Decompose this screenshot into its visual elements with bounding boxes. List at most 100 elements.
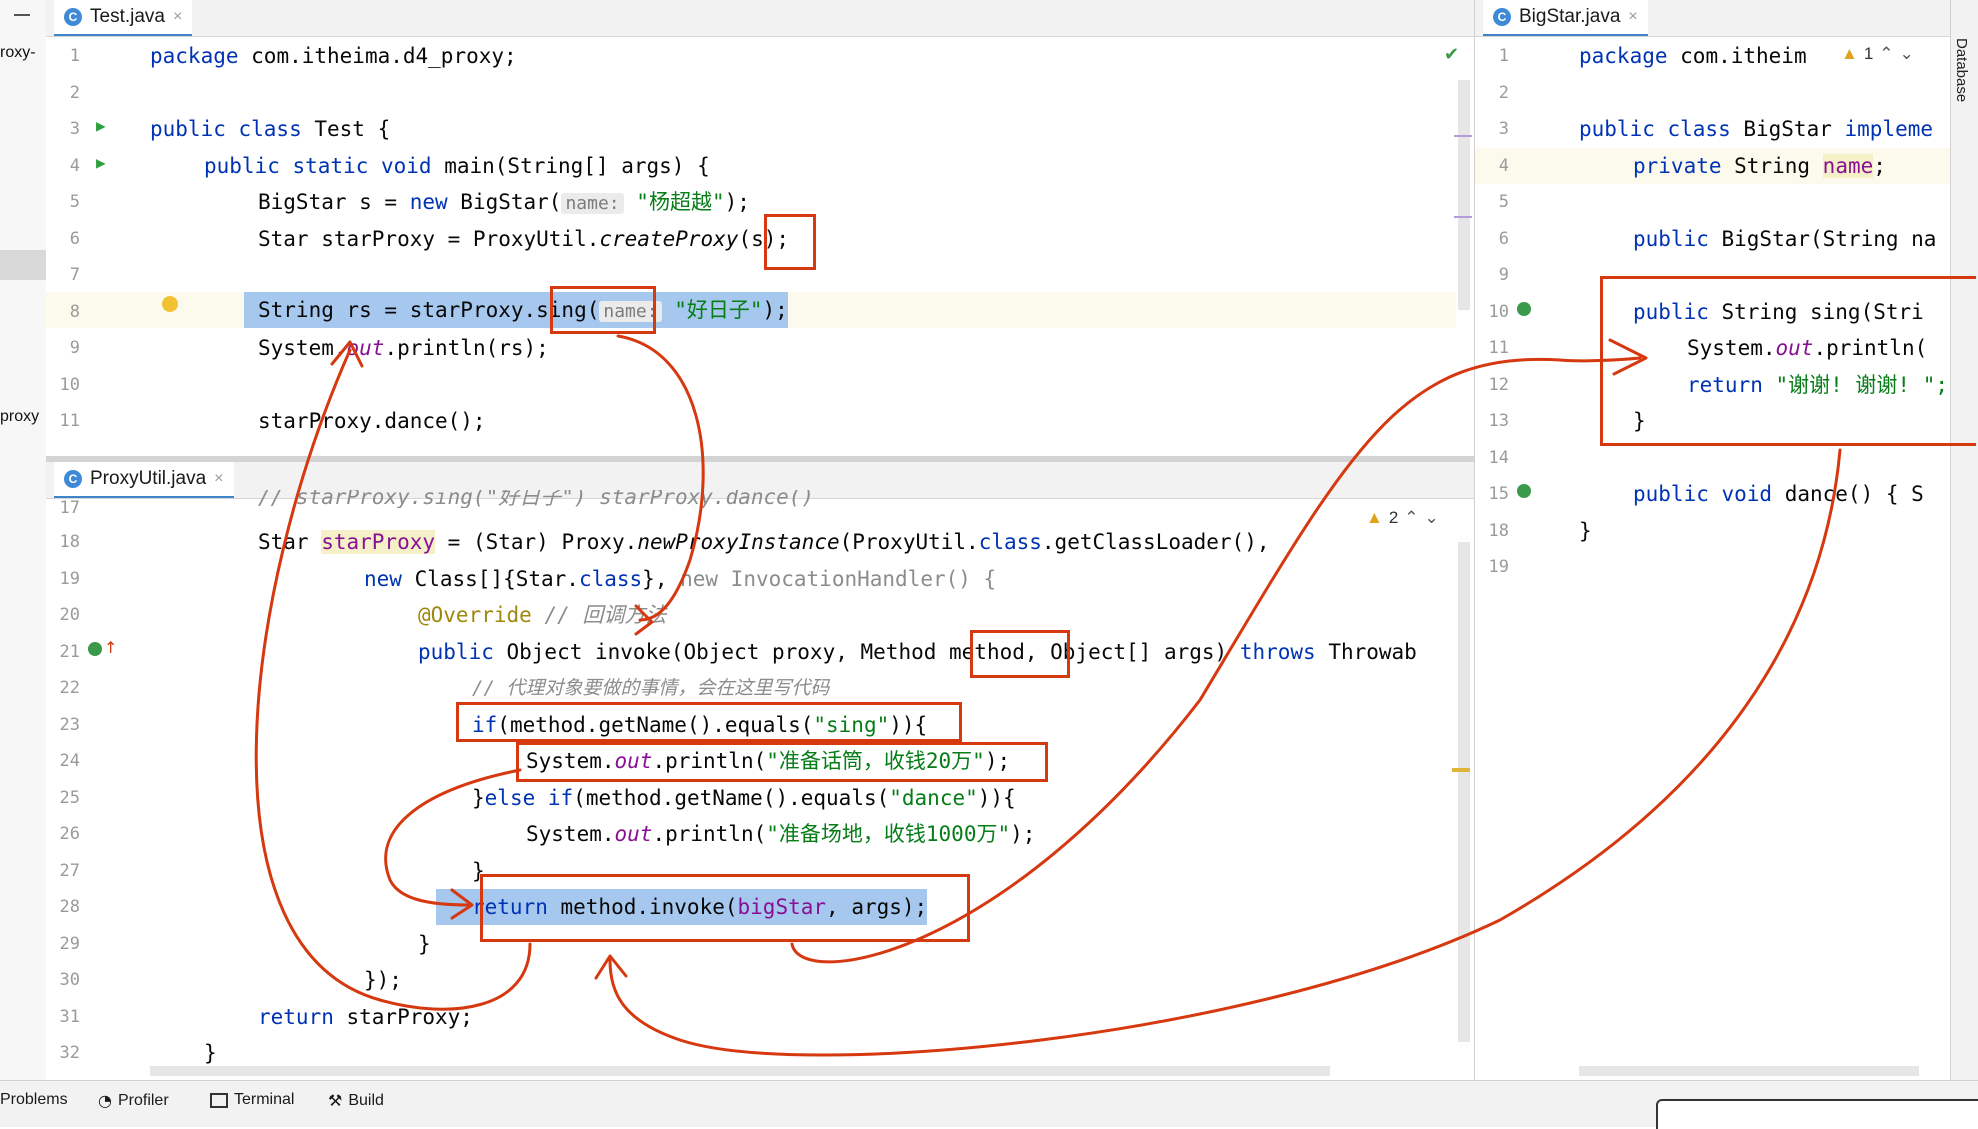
code-line-11: starProxy.dance(); bbox=[258, 409, 486, 433]
bigstar-java-editor: C BigStar.java × 1 2 3 4 5 6 9 10 11 12 … bbox=[1474, 0, 1951, 1080]
line-number: 22 bbox=[59, 678, 80, 698]
line-number: 3 bbox=[1498, 119, 1509, 139]
implement-method-icon[interactable] bbox=[1517, 484, 1531, 498]
tab-bigstar-java[interactable]: C BigStar.java × bbox=[1483, 0, 1648, 36]
code-line-3: public class BigStar impleme bbox=[1579, 117, 1934, 141]
project-tree-fragment-top: roxy- bbox=[0, 44, 36, 61]
line-number: 17 bbox=[59, 498, 80, 518]
checkmark-icon: ✔ bbox=[1444, 44, 1460, 65]
chevron-down-icon[interactable]: ⌄ bbox=[1424, 508, 1439, 527]
tab-test-java[interactable]: C Test.java × bbox=[54, 0, 193, 36]
tab-proxyutil-java[interactable]: C ProxyUtil.java × bbox=[54, 462, 234, 498]
implement-method-icon[interactable] bbox=[88, 642, 102, 656]
java-class-icon: C bbox=[64, 470, 82, 488]
lightbulb-icon[interactable] bbox=[162, 296, 178, 312]
minimize-icon[interactable] bbox=[14, 14, 30, 16]
arrow-head bbox=[330, 340, 364, 368]
line-number: 15 bbox=[1488, 484, 1509, 504]
line-number: 1 bbox=[1498, 46, 1509, 66]
line-number: 20 bbox=[59, 605, 80, 625]
tool-label: Profiler bbox=[117, 1091, 169, 1109]
code-line-12: return "谢谢! 谢谢! "; bbox=[1687, 373, 1949, 397]
tool-problems[interactable]: Problems bbox=[0, 1091, 68, 1109]
line-number: 4 bbox=[69, 156, 80, 176]
terminal-icon bbox=[210, 1092, 228, 1108]
line-number: 21 bbox=[59, 642, 80, 662]
horizontal-scrollbar[interactable] bbox=[1579, 1066, 1919, 1076]
arrow-bigstar-back bbox=[608, 448, 1842, 1057]
code-line-17: // starProxy.sing("好日子") starProxy.dance… bbox=[258, 490, 815, 508]
project-tree-fragment-mid: proxy bbox=[0, 408, 40, 425]
code-line-1: package com.itheima.d4_proxy; bbox=[150, 44, 517, 68]
line-number: 11 bbox=[59, 411, 80, 431]
horizontal-scrollbar[interactable] bbox=[150, 1066, 1330, 1076]
test-java-tabbar: C Test.java × bbox=[46, 0, 1474, 37]
warning-count: 2 bbox=[1388, 508, 1399, 527]
code-line-1: package com.itheim bbox=[1579, 44, 1807, 68]
code-line-18: } bbox=[1579, 519, 1592, 543]
line-number: 26 bbox=[59, 824, 80, 844]
line-number: 23 bbox=[59, 715, 80, 735]
database-tool-button[interactable]: Database bbox=[1953, 38, 1970, 103]
code-line-29: } bbox=[418, 932, 431, 956]
tab-label: BigStar.java bbox=[1519, 6, 1621, 27]
code-line-23: if(method.getName().equals("sing")){ bbox=[472, 713, 928, 737]
arrow-if-to-return bbox=[384, 768, 522, 907]
arrow-return-to-rs bbox=[254, 348, 532, 1011]
code-line-4: private String name; bbox=[1633, 154, 1886, 178]
java-class-icon: C bbox=[1493, 8, 1511, 26]
line-number: 24 bbox=[59, 751, 80, 771]
scroll-marker bbox=[1454, 135, 1472, 137]
line-number: 4 bbox=[1498, 156, 1509, 176]
line-number: 18 bbox=[59, 532, 80, 552]
close-icon[interactable]: × bbox=[214, 470, 224, 487]
close-icon[interactable]: × bbox=[172, 8, 183, 25]
vertical-scrollbar[interactable] bbox=[1458, 80, 1470, 310]
code-line-32: } bbox=[204, 1041, 217, 1065]
line-number: 14 bbox=[1488, 448, 1509, 468]
line-number: 11 bbox=[1488, 338, 1509, 358]
line-number: 7 bbox=[69, 265, 80, 285]
project-tree-selection bbox=[0, 250, 46, 280]
tab-label: Test.java bbox=[90, 6, 165, 27]
bigstar-tabbar: C BigStar.java × bbox=[1475, 0, 1951, 37]
implement-method-icon[interactable] bbox=[1517, 302, 1531, 316]
run-icon[interactable]: ▶ bbox=[96, 153, 106, 172]
chevron-up-icon[interactable]: ⌃ bbox=[1879, 44, 1894, 63]
tool-terminal[interactable]: Terminal bbox=[210, 1091, 294, 1109]
code-line-3: public class Test { bbox=[150, 117, 391, 141]
line-number: 32 bbox=[59, 1043, 80, 1063]
vertical-scrollbar[interactable] bbox=[1458, 542, 1470, 1042]
annotation-box-method-param bbox=[970, 630, 1070, 678]
line-number: 9 bbox=[1498, 265, 1509, 285]
code-line-6: public BigStar(String na bbox=[1633, 227, 1937, 251]
editor-splitter[interactable] bbox=[46, 456, 1474, 462]
line-number: 8 bbox=[69, 302, 80, 322]
tool-label: Terminal bbox=[234, 1091, 295, 1108]
close-icon[interactable]: × bbox=[1628, 8, 1638, 25]
line-number: 12 bbox=[1488, 375, 1509, 395]
tool-profiler[interactable]: ◔Profiler bbox=[98, 1091, 169, 1110]
line-number: 5 bbox=[69, 192, 80, 212]
run-icon[interactable]: ▶ bbox=[96, 116, 106, 135]
chevron-up-icon[interactable]: ⌃ bbox=[1404, 508, 1419, 527]
chevron-down-icon[interactable]: ⌄ bbox=[1899, 44, 1914, 63]
line-number: 19 bbox=[1488, 557, 1509, 577]
tool-build[interactable]: ⚒Build bbox=[328, 1091, 384, 1110]
tool-label: Build bbox=[348, 1091, 384, 1109]
line-number: 29 bbox=[59, 934, 80, 954]
warning-indicator[interactable]: ▲ 1 ⌃ ⌄ bbox=[1837, 44, 1918, 64]
annotation-box-if-sing bbox=[456, 702, 962, 742]
arrow-head bbox=[450, 888, 474, 920]
line-number: 2 bbox=[69, 83, 80, 103]
scroll-marker bbox=[1454, 216, 1472, 218]
arrow-head bbox=[1608, 338, 1648, 376]
line-number: 6 bbox=[1498, 229, 1509, 249]
line-number: 1 bbox=[69, 46, 80, 66]
code-line-11: System.out.println( bbox=[1687, 336, 1928, 360]
code-line-21: public Object invoke(Object proxy, Metho… bbox=[418, 640, 1417, 664]
code-line-5: BigStar s = new BigStar(name: "杨超越"); bbox=[258, 190, 750, 214]
warning-indicator[interactable]: ▲ 2 ⌃ ⌄ bbox=[1366, 508, 1439, 528]
code-line-9: System.out.println(rs); bbox=[258, 336, 549, 360]
proxyutil-tabbar: C ProxyUtil.java × bbox=[46, 462, 1474, 499]
